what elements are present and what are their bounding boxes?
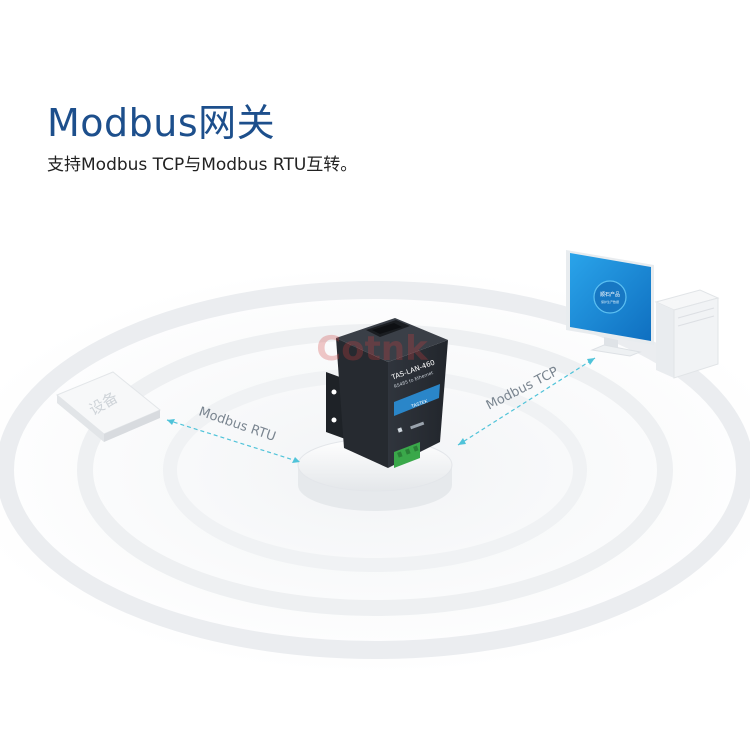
monitor-screen-text: 顺石产品 (600, 291, 620, 298)
monitor-icon: 顺石产品 保护生产数据 (566, 250, 654, 357)
server-tower-icon (654, 289, 720, 379)
page-title: Modbus网关 (47, 101, 276, 145)
connection-lines (166, 357, 596, 463)
gateway-device-icon: TAS-LAN-460 RS485 to Ethernet TASTEK (326, 318, 448, 468)
brand-watermark: Cotnk (316, 329, 429, 369)
monitor-screen-subtext: 保护生产数据 (601, 299, 619, 304)
page-subtitle: 支持Modbus TCP与Modbus RTU互转。 (47, 155, 358, 175)
left-field-device: 设备 (56, 371, 161, 442)
